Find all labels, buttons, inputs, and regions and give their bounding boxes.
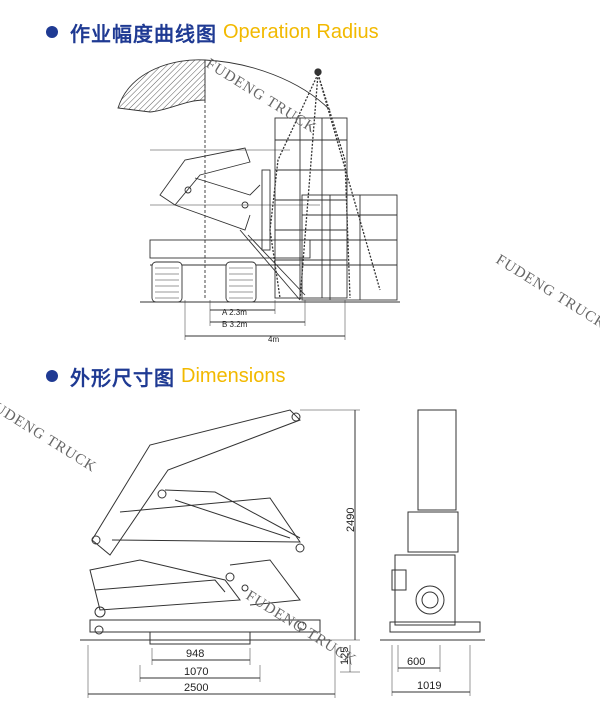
- dim-600: 600: [407, 656, 425, 668]
- watermark: FUDENG TRUCK: [203, 56, 319, 137]
- end-column: [417, 409, 457, 511]
- heading-zh: 外形尺寸图: [70, 365, 175, 390]
- dim-125: 125: [339, 647, 351, 665]
- dimensions-heading: 外形尺寸图 Dimensions: [46, 361, 285, 391]
- side-view-drawing: [80, 409, 360, 698]
- heading-zh: 作业幅度曲线图: [70, 21, 217, 46]
- end-view-drawing: [380, 409, 485, 696]
- swing-arc: [204, 59, 331, 111]
- main-boom: [91, 409, 301, 556]
- radius-a-label: A 2.3m: [222, 308, 247, 317]
- dim-1070: 1070: [184, 666, 208, 678]
- heading-en: Dimensions: [181, 364, 286, 387]
- bullet-icon: [46, 26, 58, 38]
- operation-radius-heading: 作业幅度曲线图 Operation Radius: [46, 17, 379, 47]
- dim-2500: 2500: [184, 682, 208, 694]
- container-lower: [301, 194, 398, 301]
- chassis: [149, 239, 311, 259]
- watermark: FUDENG TRUCK: [493, 252, 600, 333]
- container-upper: [274, 117, 348, 299]
- dim-1019: 1019: [417, 680, 441, 692]
- dim-2490: 2490: [345, 508, 357, 532]
- wheels: [151, 261, 257, 303]
- radius-c-label: 4m: [268, 335, 279, 344]
- watermark: FUDENG TRUCK: [0, 395, 99, 476]
- bullet-icon: [46, 370, 58, 382]
- operation-radius-diagram: [117, 59, 400, 340]
- radius-b-label: B 3.2m: [222, 320, 248, 329]
- heading-en: Operation Radius: [223, 20, 379, 43]
- dim-948: 948: [186, 648, 204, 660]
- watermark: FUDENG TRUCK: [243, 588, 359, 669]
- lifting-chains: [269, 68, 381, 301]
- swing-arc-hatch: [117, 59, 206, 113]
